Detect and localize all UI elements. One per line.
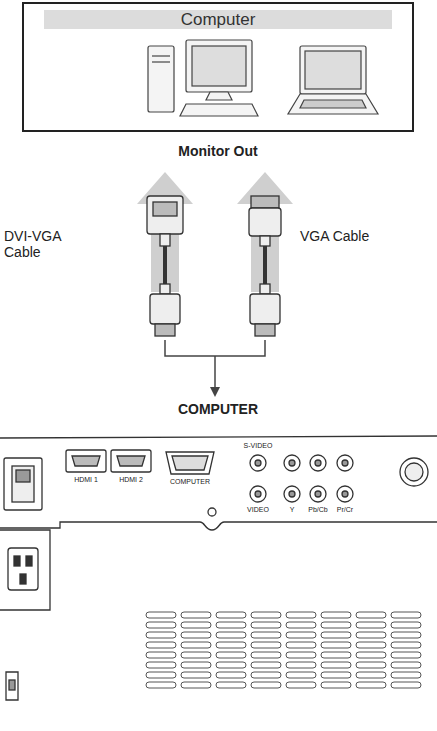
- projector-panel: [0, 436, 437, 700]
- vga-cable: [249, 196, 281, 336]
- node-title: Computer: [44, 10, 392, 29]
- port-label: COMPUTER: [170, 478, 210, 486]
- section-label: Monitor Out: [178, 143, 257, 159]
- cable-label: DVI-VGA Cable: [4, 228, 96, 260]
- cable-label: VGA Cable: [300, 228, 392, 244]
- port-label: HDMI 1: [74, 476, 98, 484]
- desktop-icon: [148, 40, 258, 116]
- port-label: S-VIDEO: [244, 442, 273, 450]
- port-label: HDMI 2: [119, 476, 143, 484]
- vent-slots: [146, 612, 421, 688]
- port-label: Y: [290, 506, 295, 514]
- merge-bracket: [165, 340, 265, 392]
- port-label: Pr/Cr: [337, 506, 353, 514]
- port-label: Pb/Cb: [308, 506, 327, 514]
- up-arrow: [237, 172, 293, 292]
- laptop-icon: [288, 46, 378, 114]
- port-label: VIDEO: [247, 506, 269, 514]
- computer-box: Computer: [22, 2, 414, 132]
- port-heading: COMPUTER: [178, 401, 258, 417]
- up-arrow: [137, 172, 193, 292]
- dvi-vga-cable: [147, 196, 183, 336]
